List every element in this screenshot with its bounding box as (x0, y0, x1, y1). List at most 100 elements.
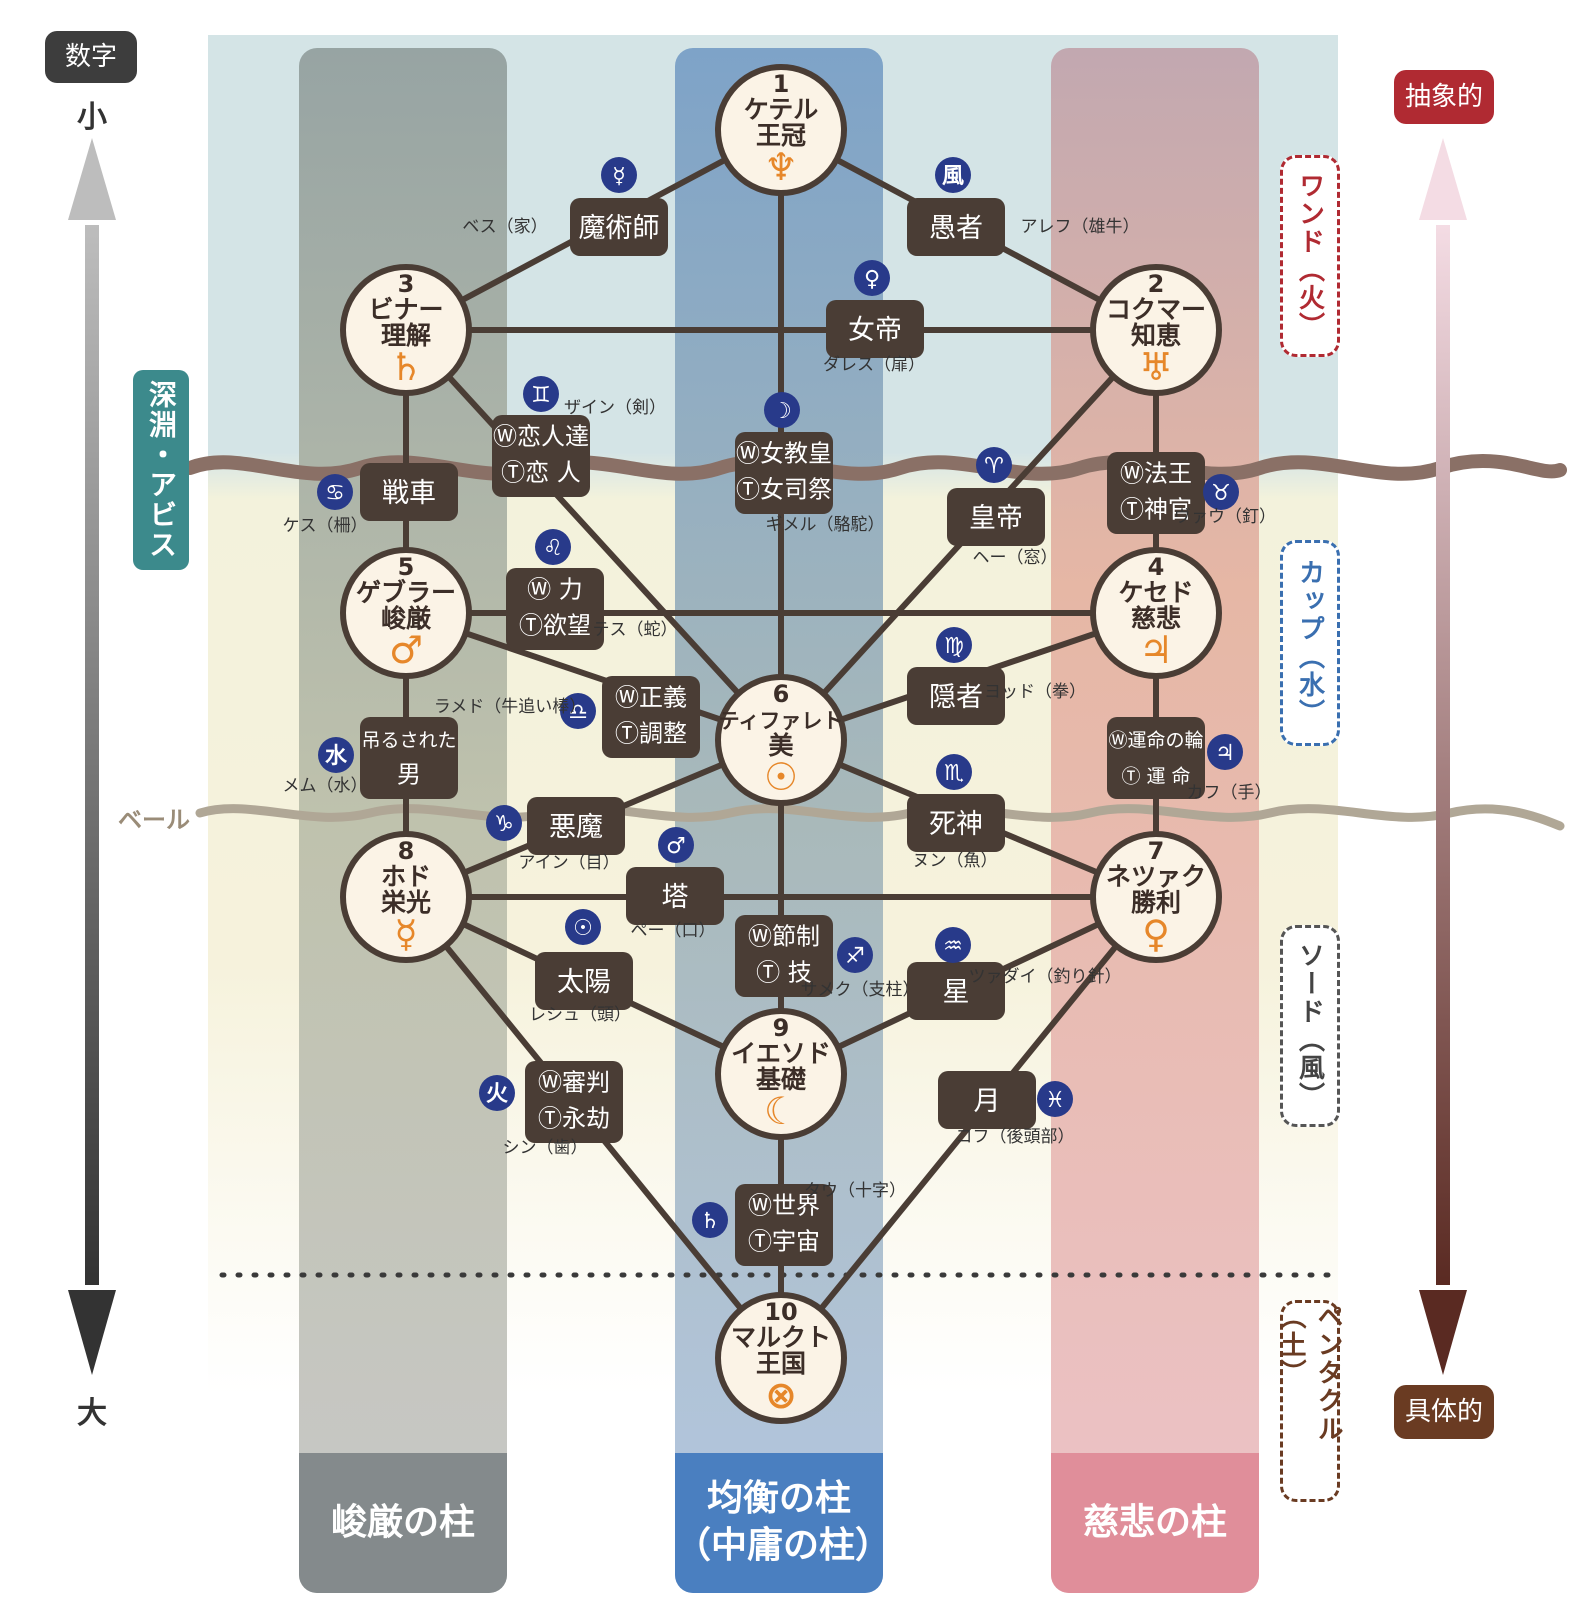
abyss-label: 深淵・アビス (133, 370, 189, 570)
path-box (735, 1184, 833, 1266)
planet-symbol-icon: ♃ (1139, 628, 1173, 672)
path-box (947, 488, 1045, 546)
hebrew-letter-label: ラメド（牛追い棒） (434, 697, 587, 717)
hebrew-letter-label: ヨッド（拳） (984, 682, 1086, 702)
astro-symbol-icon: ♉ (1211, 481, 1231, 506)
path-card-name: 死神 (929, 809, 983, 840)
astro-symbol-badge (936, 754, 972, 790)
axis-small-label: 小 (77, 100, 107, 135)
path-card-name: Ⓦ世界 (748, 1192, 820, 1220)
astro-symbol-icon: ♊ (531, 383, 551, 408)
hebrew-letter-label: ヌン（魚） (913, 851, 998, 871)
path-card-name: 星 (943, 977, 970, 1008)
astro-symbol-badge (318, 737, 354, 773)
astro-symbol-icon: ♌ (543, 536, 563, 561)
sephira-circle (715, 1292, 847, 1424)
planet-symbol-icon: ♂ (389, 628, 423, 672)
sephira-meaning: 基礎 (756, 1065, 806, 1094)
astro-symbol-badge (1207, 734, 1243, 770)
path-box (907, 667, 1005, 725)
tarot-path-20: 隠者♍ヨッド（拳） (907, 627, 1086, 725)
astro-symbol-badge (486, 805, 522, 841)
suit-wands: ワンド（火） (1280, 155, 1340, 357)
path-box (938, 1071, 1036, 1129)
astro-symbol-icon: ♋ (325, 481, 345, 506)
astro-symbol-icon: ♈ (984, 454, 1004, 479)
astro-symbol-badge (479, 1075, 515, 1111)
path-box (360, 463, 458, 521)
path-card-name: Ⓣ神官 (1120, 496, 1192, 524)
suit-swords: ソード（風） (1280, 925, 1340, 1127)
hebrew-letter-label: ベス（家） (462, 217, 547, 237)
sephira-name: ティファレト (719, 709, 844, 733)
sephira-name: ケテル (744, 95, 819, 124)
hebrew-letter-label: シン（歯） (503, 1138, 588, 1158)
path-box (626, 867, 724, 925)
astro-symbol-badge (976, 447, 1012, 483)
astro-symbol-badge (764, 392, 800, 428)
sephira-number: 9 (773, 1014, 790, 1042)
astro-symbol-icon: ♐ (845, 944, 865, 969)
path-line-18 (403, 327, 784, 743)
astro-symbol-icon: ☽ (772, 399, 792, 424)
path-card-name: Ⓣ 技 (756, 959, 812, 987)
tarot-path-24: 悪魔♑アイン（目） (486, 797, 625, 873)
path-card-name: 男 (397, 761, 421, 789)
astro-symbol-badge (523, 376, 559, 412)
astro-symbol-badge (1037, 1081, 1073, 1117)
astro-symbol-icon: ♀ (864, 267, 880, 292)
astro-symbol-badge (1203, 474, 1239, 510)
astro-symbol-icon: ♃ (1215, 741, 1235, 766)
astro-symbol-badge (837, 937, 873, 973)
path-box (1107, 452, 1205, 534)
tarot-path-11: 魔術師☿ベス（家） (462, 157, 668, 256)
path-card-name: 悪魔 (549, 812, 603, 843)
sephira-name: ホド (381, 862, 431, 891)
astro-symbol-badge (854, 260, 890, 296)
sephira-meaning: 理解 (381, 321, 431, 350)
axis-large-label: 大 (77, 1396, 107, 1431)
tarot-path-16: 戦車♋ケス（柵） (283, 463, 458, 536)
sephira-number: 2 (1148, 270, 1165, 298)
hebrew-letter-label: カフ（手） (1187, 783, 1272, 803)
path-card-name: Ⓦ 力 (527, 576, 583, 604)
path-box (360, 717, 458, 799)
path-card-name: 女帝 (848, 315, 902, 346)
path-card-name: Ⓦ節制 (748, 923, 820, 951)
astro-symbol-badge (565, 909, 601, 945)
tarot-path-28: 太陽☉レシュ（頭） (529, 909, 633, 1025)
concrete-label: 具体的 (1394, 1385, 1494, 1439)
astro-symbol-icon: 風 (942, 164, 964, 189)
path-box (735, 915, 833, 997)
path-card-name: 塔 (662, 882, 689, 913)
path-box (492, 415, 590, 497)
sephira-circle (715, 64, 847, 196)
sephira-number: 8 (398, 837, 415, 865)
astro-symbol-badge (658, 827, 694, 863)
astro-symbol-icon: ♂ (666, 834, 686, 859)
sephira-name: ゲブラー (356, 578, 456, 607)
left-arrow-up-head (68, 138, 116, 220)
sephira-circle (340, 264, 472, 396)
sephira-name: マルクト (731, 1323, 831, 1352)
sephira-meaning: 王冠 (756, 121, 806, 150)
astro-symbol-icon: ☿ (612, 164, 626, 189)
planet-symbol-icon: ⊗ (765, 1373, 797, 1417)
hebrew-letter-label: ペー（口） (631, 921, 716, 941)
astro-symbol-icon: ♍ (944, 634, 964, 659)
astro-symbol-icon: ♓ (1045, 1088, 1065, 1113)
left-arrow-shaft (85, 225, 99, 1285)
planet-symbol-icon: ♄ (389, 345, 423, 389)
sephira-name: イエソド (731, 1039, 831, 1068)
astro-symbol-badge (601, 157, 637, 193)
path-box (527, 797, 625, 855)
